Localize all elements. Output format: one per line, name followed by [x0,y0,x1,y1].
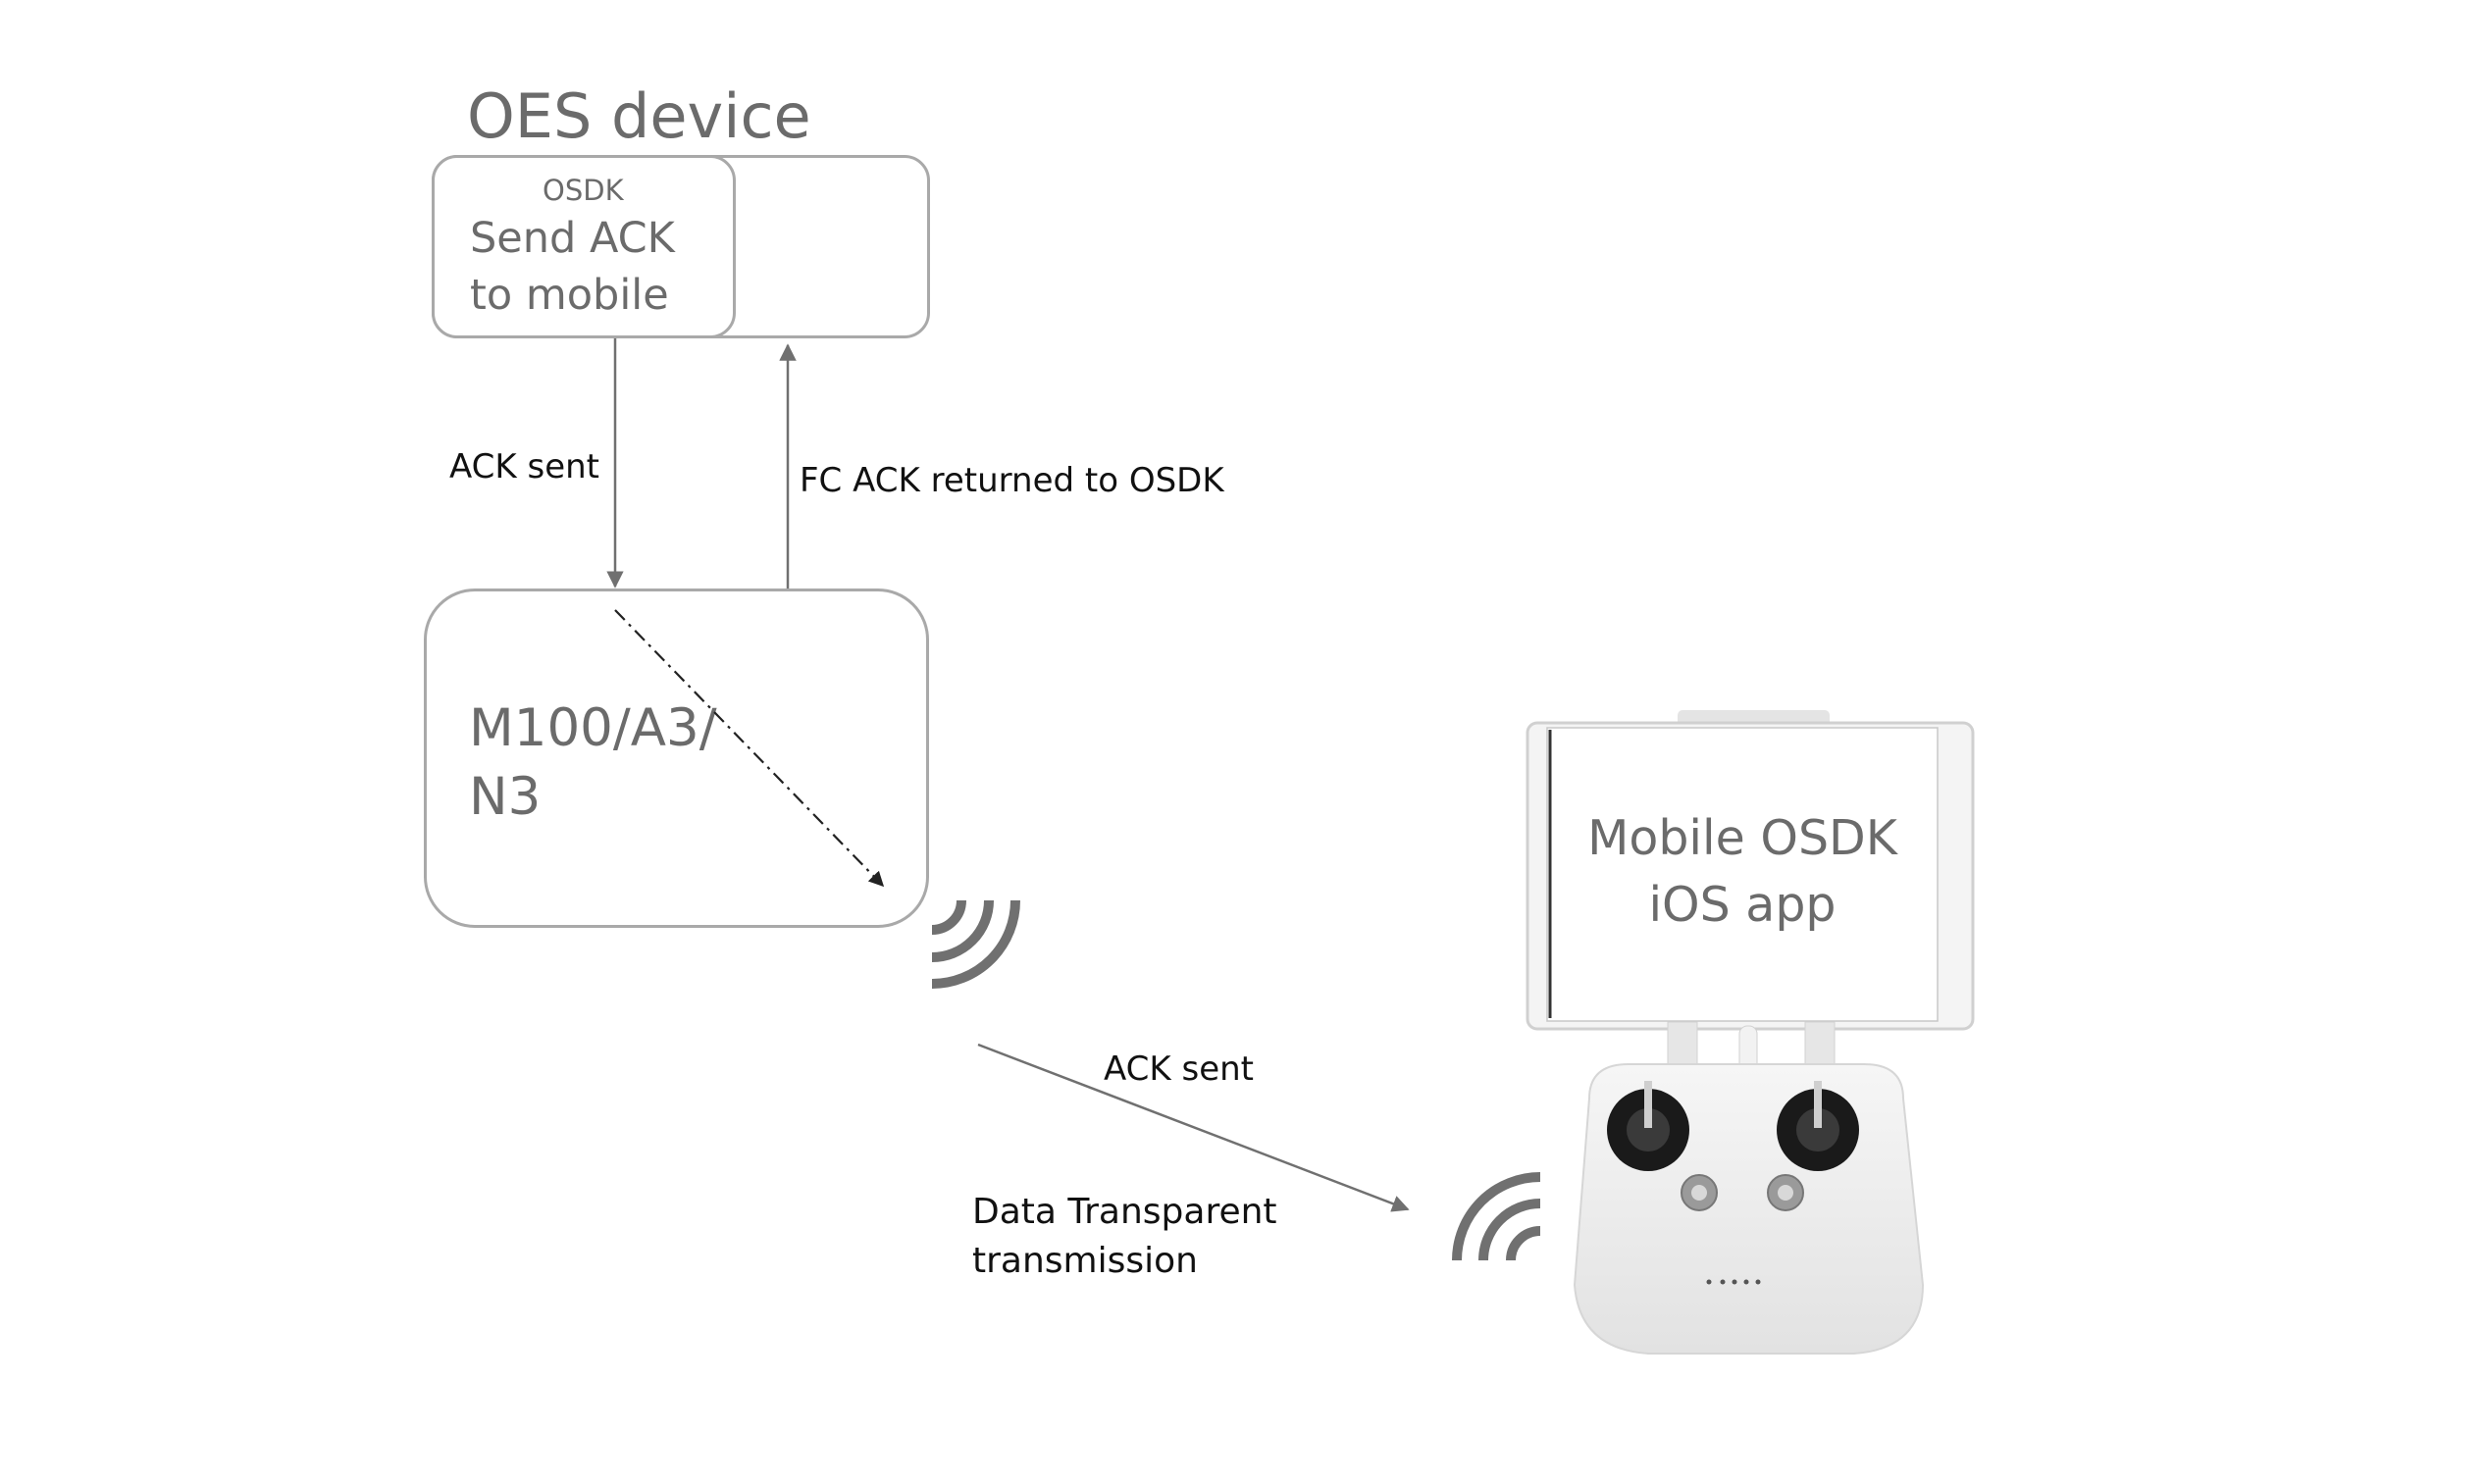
flight-controller-line2: N3 [469,767,542,827]
osdk-box [432,155,736,338]
mobile-app-line1: Mobile OSDK [1587,810,1897,866]
remote-controller-image [1526,710,1975,1355]
flight-controller-line1: M100/A3/ [469,698,717,758]
osdk-action-line2: to mobile [470,271,669,320]
osdk-action-line1: Send ACK [470,214,675,263]
arrow-internal-relay [614,609,885,888]
edge-label-ack-sent-down: ACK sent [449,447,600,486]
flight-controller-box [424,588,929,928]
edge-label-ack-sent-wireless: ACK sent [1104,1049,1255,1089]
mobile-app-line2: iOS app [1648,877,1837,933]
edge-label-fc-ack-returned: FC ACK returned to OSDK [800,461,1224,500]
oes-device-title: OES device [467,80,811,152]
edge-label-transport-line2: transmission [972,1241,1198,1281]
osdk-label: OSDK [543,174,624,207]
arrow-wireless-link [977,1043,1410,1212]
edge-label-transport-line1: Data Transparent [972,1192,1277,1232]
wireless-signal-icon [931,899,1020,989]
wireless-signal-icon [1452,1172,1541,1261]
